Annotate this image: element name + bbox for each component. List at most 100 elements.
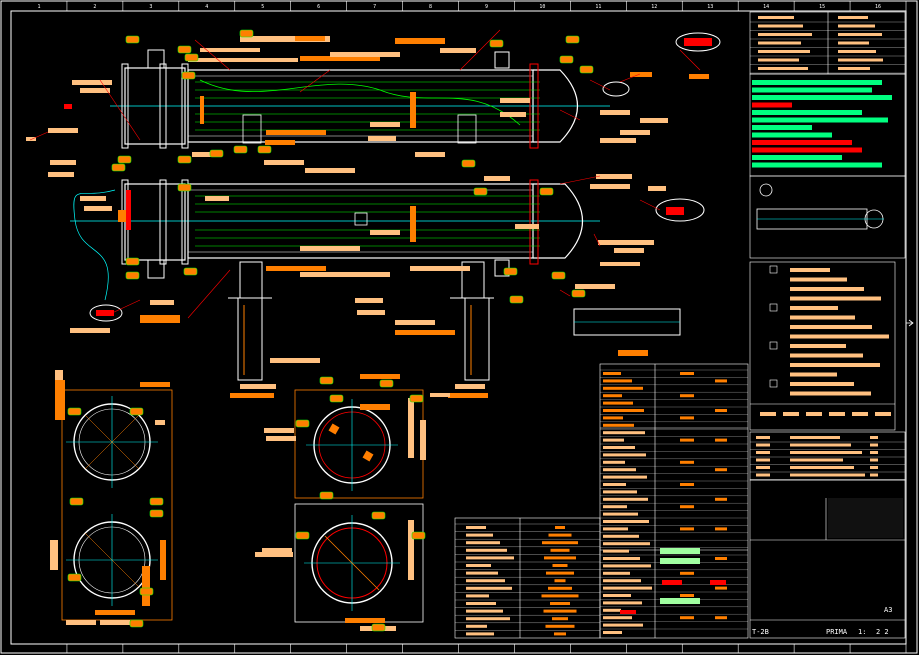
border-zone-label: 3 <box>149 4 152 10</box>
revision-row-value <box>838 67 870 70</box>
border-zone-label: 1 <box>37 4 40 10</box>
parts-row-item <box>756 458 770 462</box>
annotation-label-bar <box>370 230 400 235</box>
nozzle-row-value <box>554 579 566 583</box>
annotation-label-bar <box>430 393 450 397</box>
material-color-bar <box>752 125 812 130</box>
notes-row <box>790 287 864 291</box>
design-row-desc <box>603 564 651 568</box>
leader-line <box>99 79 141 141</box>
annotation-label-bar <box>295 36 325 41</box>
nozzle-row-value <box>548 586 572 590</box>
nozzle-tag <box>125 35 140 44</box>
nozzle-tag <box>571 289 586 298</box>
design-row-value <box>715 557 727 560</box>
parts-list-rows <box>750 436 905 480</box>
parts-row-desc <box>790 451 862 454</box>
nozzle-tag <box>129 407 144 416</box>
nozzle-tag <box>67 573 82 582</box>
material-color-bar <box>752 155 842 160</box>
revision-row-desc <box>758 67 808 70</box>
notes-footer-cell <box>829 412 845 416</box>
border-zone-label: 9 <box>485 4 488 10</box>
nozzle-row-desc <box>466 624 487 628</box>
design-row-desc <box>603 475 647 479</box>
design-row-desc <box>603 453 646 457</box>
design-row-desc <box>603 594 631 597</box>
design-row-desc <box>603 571 630 575</box>
beam-detail-label-bar <box>618 350 648 356</box>
lower-tube-bundle <box>195 195 540 247</box>
annotation-label-bar <box>598 240 654 245</box>
design-row-desc <box>603 468 636 472</box>
annotation-label-bar <box>648 186 666 191</box>
annotation-label-bar <box>188 58 298 62</box>
design-row-desc <box>603 586 652 590</box>
border-zone-ticks <box>66 1 907 653</box>
revision-row-desc <box>758 58 799 62</box>
nozzle-tag <box>184 53 199 62</box>
design-row-value <box>680 594 694 597</box>
lower-left-flange-c <box>181 179 189 265</box>
nozzle-row-value <box>550 602 570 605</box>
lower-center-marker <box>354 212 368 226</box>
annotation-label-bar <box>420 420 426 460</box>
notes-table <box>749 261 896 431</box>
revision-row-desc <box>758 24 803 28</box>
material-color-bar <box>752 102 792 108</box>
upper-flow-path <box>199 79 521 126</box>
material-color-bar <box>752 110 862 115</box>
nozzle-row-value <box>544 556 576 560</box>
design-row-desc <box>603 542 650 546</box>
material-color-bar <box>752 147 862 153</box>
design-row-desc <box>603 386 643 390</box>
nozzle-tag <box>461 159 476 168</box>
annotation-labels <box>26 36 709 631</box>
notes-row <box>790 296 881 301</box>
parts-row-desc <box>790 458 843 462</box>
parts-row-item <box>756 451 770 454</box>
nozzle-tag <box>177 155 192 164</box>
annotation-label-bar <box>620 130 650 135</box>
border-zone-label: 10 <box>539 4 545 10</box>
annotation-label-bar <box>360 374 400 379</box>
annotation-label-bar <box>455 384 485 389</box>
annotation-label-bar <box>264 160 304 165</box>
nozzle-tag <box>539 187 554 196</box>
cross-section-group-center <box>294 389 424 623</box>
material-color-bar <box>752 95 892 100</box>
design-row-desc <box>603 497 648 501</box>
lower-baffle-strip <box>410 206 416 242</box>
nozzle-tag <box>379 379 394 388</box>
detail-ellipse-4 <box>89 304 123 322</box>
annotation-label-bar <box>368 136 396 141</box>
material-color-bar <box>752 80 882 85</box>
design-row-value <box>680 483 694 486</box>
nozzle-tag <box>257 145 272 154</box>
upper-exchanger-elevation <box>110 49 610 149</box>
nozzle-tag <box>129 619 144 628</box>
annotation-label-bar <box>305 168 355 173</box>
annotation-label-bar <box>640 118 668 123</box>
leader-line <box>619 73 641 83</box>
annotation-label-bar <box>150 300 174 305</box>
annotation-label-bar <box>410 266 470 271</box>
design-row-value <box>715 616 727 620</box>
border-zone-label: 5 <box>261 4 264 10</box>
nozzle-tag <box>319 376 334 385</box>
parts-row-qty <box>870 458 878 462</box>
annotation-label-bar <box>360 404 390 410</box>
nozzle-tag <box>295 531 310 540</box>
design-row-desc <box>603 608 621 612</box>
annotation-label-bar <box>200 48 260 52</box>
nozzle-schedule-rows <box>455 523 600 636</box>
annotation-label-bar <box>50 540 58 570</box>
annotation-label-bar <box>50 160 76 165</box>
notes-footer-cell <box>760 412 776 416</box>
materials-color-bars <box>752 80 892 168</box>
annotation-label-bar <box>395 38 445 44</box>
leader-line <box>194 39 231 71</box>
annotation-label-bar <box>266 130 326 135</box>
nozzle-row-desc <box>466 533 493 537</box>
